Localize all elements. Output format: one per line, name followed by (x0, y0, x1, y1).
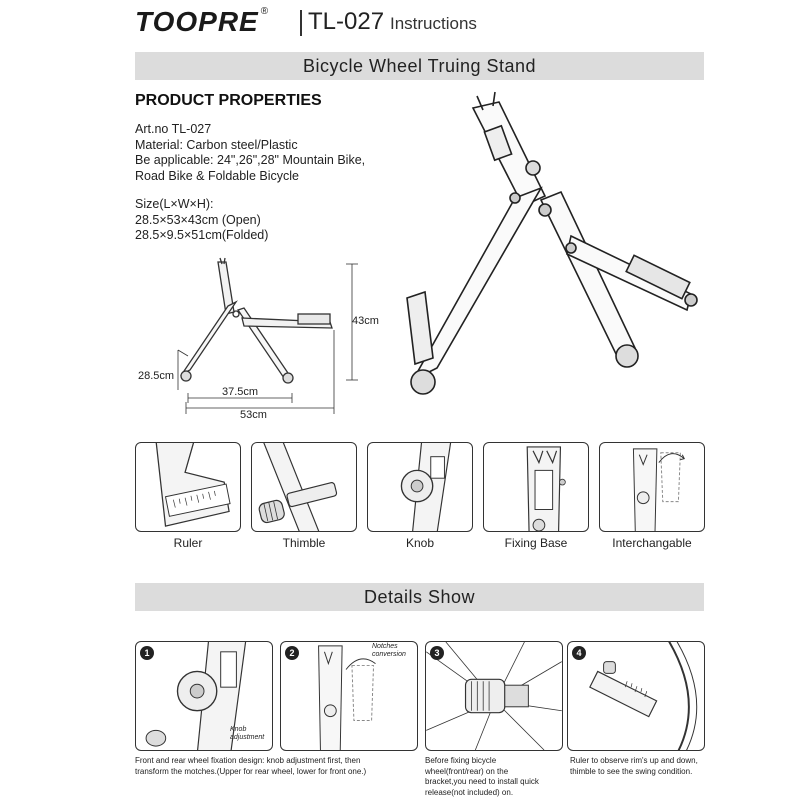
stand-dimension-diagram (177, 257, 358, 414)
notches-conversion-image (318, 645, 376, 750)
caption-3-line-1: Before fixing bicycle (425, 756, 497, 765)
step-4-number: 4 (572, 646, 586, 660)
caption-1-line-1: Front and rear wheel fixation design: kn… (135, 756, 361, 765)
caption-step-4: Ruler to observe rim's up and down, thim… (570, 756, 710, 777)
dim-length: 53cm (240, 409, 267, 421)
registered-mark: ® (260, 6, 270, 17)
feature-label-knob: Knob (405, 536, 435, 550)
step-2-number: 2 (285, 646, 299, 660)
caption-4-line-2: thimble to see the swing condition. (570, 766, 693, 776)
interchangable-icon (632, 448, 685, 531)
product-banner: Bicycle Wheel Truing Stand (135, 52, 704, 80)
caption-1-line-2: transform the motches.(Upper for rear wh… (135, 766, 367, 776)
caption-3-line-3: bracket,you need to install quick (425, 777, 539, 786)
dim-height: 43cm (352, 315, 379, 327)
size-folded: 28.5×9.5×51cm(Folded) (135, 228, 269, 242)
step-2-note: Notches conversion (372, 643, 406, 658)
quick-release-image (426, 642, 562, 750)
size-open: 28.5×53×43cm (Open) (135, 212, 261, 227)
size-label: Size(L×W×H): (135, 197, 214, 211)
model-number: TL-027 (308, 8, 385, 35)
caption-step-1-2: Front and rear wheel fixation design: kn… (135, 756, 425, 777)
feature-tile-interchangable (599, 442, 705, 532)
properties-list: Art.no TL-027 Material: Carbon steel/Pla… (135, 122, 365, 244)
feature-label-interchangable: Interchangable (612, 536, 692, 550)
caption-4-line-1: Ruler to observe rim's up and down, (570, 756, 698, 765)
feature-tile-fixing-base (483, 442, 589, 532)
details-banner: Details Show (135, 583, 704, 611)
step-3-number: 3 (430, 646, 444, 660)
feature-label-thimble: Thimble (282, 536, 326, 550)
ruler-icon (155, 443, 231, 527)
stand-illustration (406, 91, 698, 395)
dim-inner: 37.5cm (222, 386, 259, 398)
ruler-thimble-image (589, 642, 698, 750)
knob-icon (400, 443, 452, 531)
applicable-line-1: Be applicable: 24",26",28" Mountain Bike… (135, 153, 366, 167)
applicable-line-2: Road Bike & Foldable Bicycle (135, 168, 299, 183)
caption-step-3: Before fixing bicycle wheel(front/rear) … (425, 756, 567, 798)
header-divider (300, 10, 302, 36)
feature-label-fixing-base: Fixing Base (504, 536, 568, 550)
caption-3-line-2: wheel(front/rear) on the (425, 766, 509, 776)
detail-tile-3 (425, 641, 563, 751)
detail-tile-1 (135, 641, 273, 751)
caption-3-line-4: release(not included) on. (425, 787, 514, 797)
feature-label-ruler: Ruler (173, 536, 203, 550)
dim-depth: 28.5cm (138, 370, 175, 382)
knob-adjustment-image (145, 642, 247, 750)
thimble-icon (258, 443, 338, 531)
brand-logo: TOOPRE® (135, 6, 270, 37)
detail-tile-2 (280, 641, 418, 751)
step-1-number: 1 (140, 646, 154, 660)
step-1-note: Knob adjustment (230, 726, 265, 741)
properties-title: PRODUCT PROPERTIES (135, 92, 322, 109)
detail-tile-4 (567, 641, 705, 751)
feature-tile-ruler (135, 442, 241, 532)
material: Material: Carbon steel/Plastic (135, 137, 298, 152)
art-no: Art.no TL-027 (135, 122, 212, 136)
feature-tile-thimble (251, 442, 357, 532)
fixing-base-icon (526, 446, 566, 531)
instructions-label: Instructions (390, 14, 477, 33)
feature-tile-knob (367, 442, 473, 532)
